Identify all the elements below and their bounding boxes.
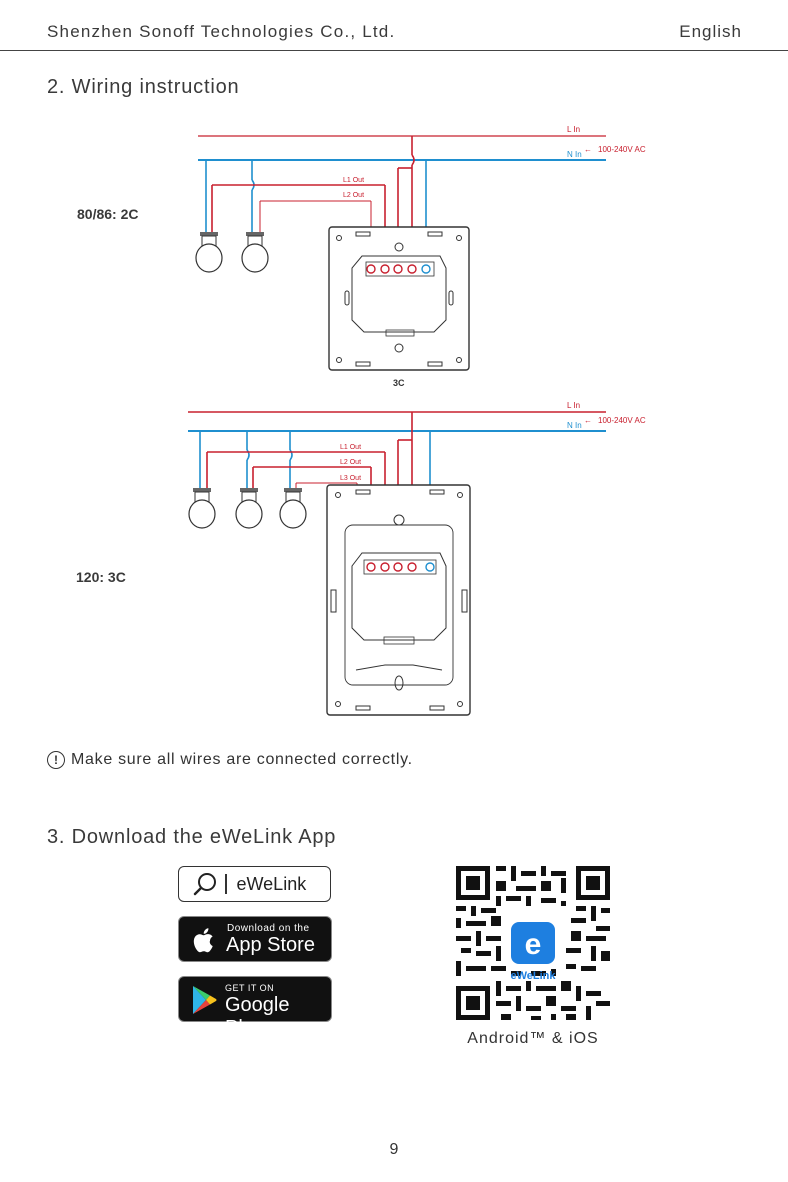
d2-voltage-label: 100-240V AC (598, 416, 646, 425)
warning-text: Make sure all wires are connected correc… (71, 751, 413, 768)
language-label: English (679, 22, 742, 41)
header-divider (0, 50, 788, 51)
d2-l3-out-label: L3 Out (340, 475, 361, 482)
qr-code: e eWeLink (456, 866, 610, 1020)
warning-row: ! Make sure all wires are connected corr… (47, 749, 413, 771)
download-section-title: 3. Download the eWeLink App (47, 826, 337, 848)
ewelink-logo-icon (511, 922, 555, 964)
d2-n-in-label: N In (567, 421, 582, 430)
wiring-diagram-3c: L In N In ← 100-240V AC L1 Out L2 Out L3… (188, 401, 646, 716)
svg-text:e: e (525, 928, 542, 961)
d2-l2-out-label: L2 Out (340, 459, 361, 466)
bulb-icon (188, 488, 216, 529)
diagram2-label: 120: 3C (76, 569, 126, 585)
bulb-icon (235, 488, 263, 529)
search-label: eWeLink (236, 873, 307, 894)
page-number: 9 (389, 1141, 399, 1158)
google-play-small-text: GET IT ON (225, 983, 275, 993)
wiring-section-title: 2. Wiring instruction (47, 76, 240, 98)
company-name: Shenzhen Sonoff Technologies Co., Ltd. (47, 22, 396, 41)
d1-caption: 3C (393, 378, 405, 388)
bulb-icon (279, 488, 307, 529)
d2-l1-out-label: L1 Out (340, 444, 361, 451)
d1-l2-out-label: L2 Out (343, 192, 364, 199)
google-play-button[interactable]: GET IT ON Google Play (178, 976, 332, 1039)
d1-n-in-label: N In (567, 150, 582, 159)
app-store-small-text: Download on the (227, 923, 310, 934)
d2-l-in-label: L In (567, 401, 580, 410)
apple-icon (193, 928, 213, 953)
diagram1-label: 80/86: 2C (77, 206, 139, 222)
exclamation-circle-icon: ! (47, 751, 65, 769)
app-store-big-text: App Store (226, 934, 315, 956)
bulb-icon (195, 232, 223, 273)
d1-l-in-label: L In (567, 125, 580, 134)
switch-module-2c (328, 226, 470, 371)
wiring-diagram-2c: L In N In ← 100-240V AC L1 Out L2 Out (195, 125, 646, 388)
svg-text:←: ← (584, 145, 592, 154)
search-divider (225, 874, 227, 894)
d1-voltage-label: 100-240V AC (598, 145, 646, 154)
switch-module-3c (326, 484, 471, 716)
google-play-icon (193, 986, 217, 1014)
bulb-icon (241, 232, 269, 273)
google-play-big-text: Google Play (225, 994, 290, 1039)
svg-text:←: ← (584, 416, 592, 425)
qr-caption: Android™ & iOS (467, 1030, 599, 1047)
page-header: Shenzhen Sonoff Technologies Co., Ltd. E… (0, 0, 788, 52)
app-store-button[interactable]: Download on the App Store (178, 916, 332, 962)
search-icon (193, 873, 216, 896)
ewelink-search-box[interactable]: eWeLink (178, 866, 331, 902)
d1-l1-out-label: L1 Out (343, 177, 364, 184)
qr-logo-text: eWeLink (510, 970, 556, 982)
